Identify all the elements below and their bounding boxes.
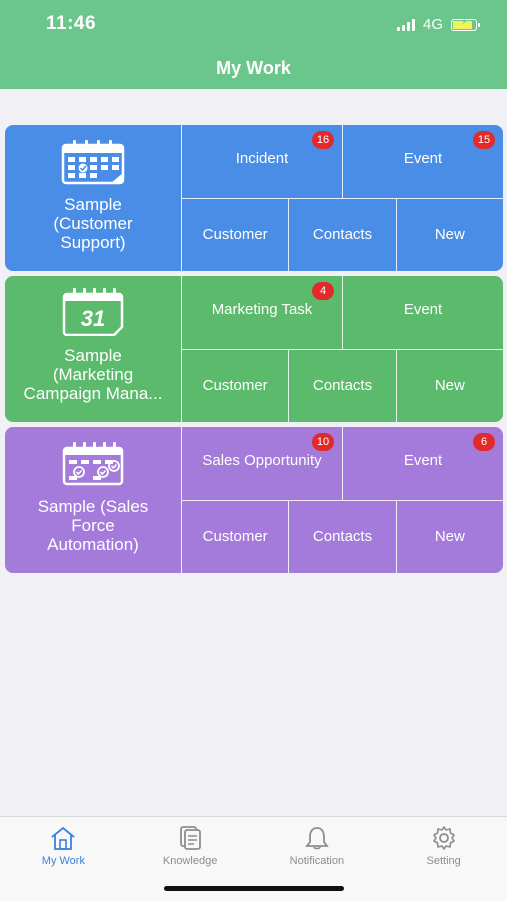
app-header: 11:46 4G ⚡ My Work <box>0 0 507 89</box>
event-count-badge: 6 <box>473 433 495 451</box>
customer-button[interactable]: Customer <box>202 528 268 546</box>
tab-knowledge[interactable]: Knowledge <box>127 817 254 901</box>
action-row-bottom: Customer Contacts New <box>182 348 503 422</box>
tab-setting[interactable]: Setting <box>380 817 507 901</box>
workspace-header-sales-force-automation[interactable]: Sample (Sales Force Automation) <box>5 427 182 573</box>
customer-button[interactable]: Customer <box>202 377 268 395</box>
tab-label: Setting <box>426 855 461 867</box>
customer-button[interactable]: Customer <box>202 226 268 244</box>
contacts-button[interactable]: Contacts <box>288 500 395 573</box>
workspace-actions: Marketing Task 4 Event Customer Contacts… <box>182 276 503 422</box>
documents-icon <box>180 826 202 850</box>
signal-icon <box>396 18 415 31</box>
workspace-name: Sample (Marketing Campaign Mana... <box>23 346 163 403</box>
incident-button[interactable]: Incident 16 <box>182 125 342 198</box>
action-row-bottom: Customer Contacts New <box>182 499 503 573</box>
contacts-button[interactable]: Contacts <box>288 349 395 422</box>
workspace-name: Sample (Sales Force Automation) <box>37 497 149 554</box>
page-title: My Work <box>216 58 291 78</box>
new-button[interactable]: New <box>395 500 503 573</box>
incident-count-badge: 16 <box>312 131 334 149</box>
tab-notification[interactable]: Notification <box>254 817 381 901</box>
network-type: 4G <box>422 16 443 33</box>
workspace-name: Sample (Customer Support) <box>53 195 133 252</box>
event-button[interactable]: Event <box>342 276 503 349</box>
contacts-button[interactable]: Contacts <box>288 198 395 271</box>
workspace-actions: Sales Opportunity 10 Event 6 Customer Co… <box>182 427 503 573</box>
workspace-card-marketing-campaign: 31 Sample (Marketing Campaign Mana... Ma… <box>5 276 503 422</box>
calendar-check-icon <box>62 442 124 486</box>
tab-label: Knowledge <box>162 855 218 867</box>
battery-icon: ⚡ <box>451 17 480 31</box>
workspace-card-customer-support: Sample (Customer Support) Incident 16 Ev… <box>5 125 503 271</box>
event-button[interactable]: Event 15 <box>342 125 503 198</box>
new-button[interactable]: New <box>395 349 503 422</box>
home-icon <box>51 826 75 850</box>
workspace-actions: Incident 16 Event 15 Customer Contacts N… <box>182 125 503 271</box>
sales-opportunity-count-badge: 10 <box>312 433 334 451</box>
workspace-header-customer-support[interactable]: Sample (Customer Support) <box>5 125 182 271</box>
tab-label: Notification <box>289 855 345 867</box>
action-row-top: Incident 16 Event 15 <box>182 125 503 198</box>
workspace-header-marketing-campaign[interactable]: 31 Sample (Marketing Campaign Mana... <box>5 276 182 422</box>
tab-my-work[interactable]: My Work <box>0 817 127 901</box>
action-row-top: Sales Opportunity 10 Event 6 <box>182 427 503 500</box>
gear-icon <box>432 826 455 850</box>
new-button[interactable]: New <box>395 198 503 271</box>
home-indicator <box>164 886 344 891</box>
tab-label: My Work <box>41 855 85 867</box>
status-time: 11:46 <box>46 13 97 34</box>
workspace-card-sales-force-automation: Sample (Sales Force Automation) Sales Op… <box>5 427 503 573</box>
action-row-bottom: Customer Contacts New <box>182 197 503 271</box>
marketing-task-count-badge: 4 <box>312 282 334 300</box>
action-row-top: Marketing Task 4 Event <box>182 276 503 349</box>
event-button[interactable]: Event 6 <box>342 427 503 500</box>
bell-icon <box>305 827 329 850</box>
event-count-badge: 15 <box>473 131 495 149</box>
sales-opportunity-button[interactable]: Sales Opportunity 10 <box>182 427 342 500</box>
status-indicators: 4G ⚡ <box>396 16 480 33</box>
marketing-task-button[interactable]: Marketing Task 4 <box>182 276 342 349</box>
calendar-grid-icon <box>61 140 125 185</box>
svg-text:31: 31 <box>81 306 105 331</box>
calendar-31-icon: 31 <box>62 288 124 336</box>
